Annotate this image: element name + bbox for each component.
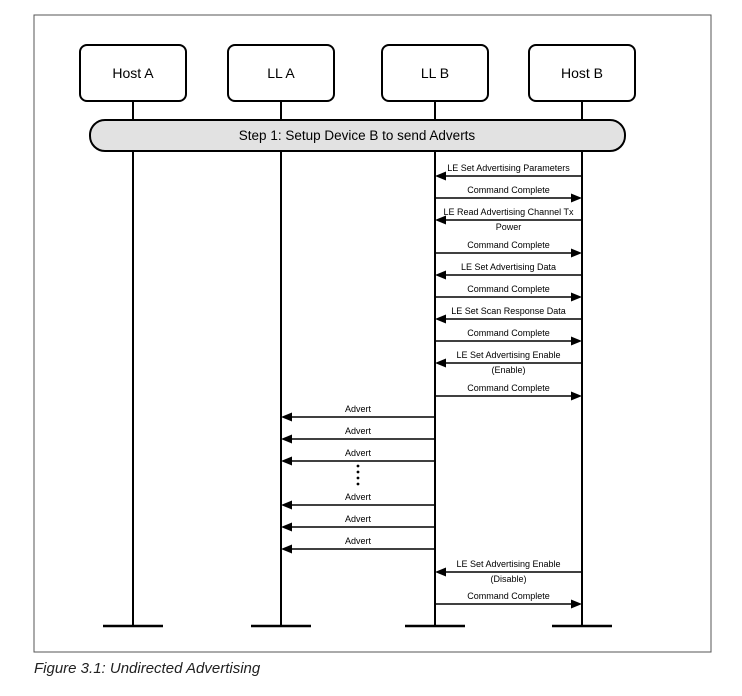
message-label: Advert [345,448,372,458]
message-label: LE Set Advertising Parameters [447,163,570,173]
message-label: Advert [345,426,372,436]
message-arrow: LE Set Advertising Enable (Enable) [435,350,582,375]
message-arrow: Command Complete [435,383,582,401]
message-arrow: Command Complete [435,240,582,258]
step-label: Step 1: Setup Device B to send Adverts [239,128,476,143]
message-label: Command Complete [467,591,550,601]
message-label: Advert [345,492,372,502]
message-label: Command Complete [467,383,550,393]
message-arrow: LE Read Advertising Channel Tx Power [435,207,582,232]
message-arrow: LE Set Scan Response Data [435,306,582,324]
diagram-frame [33,14,712,653]
message-arrow: LE Set Advertising Parameters [435,163,582,181]
message-arrow: Advert [281,404,435,422]
message-label: (Disable) [490,574,526,584]
step-banner: Step 1: Setup Device B to send Adverts [89,119,626,152]
message-label: Command Complete [467,240,550,250]
participant-ll-a: LL A [227,44,335,102]
continuation-dots [356,464,360,486]
message-label: LE Set Advertising Enable [456,350,560,360]
participant-host-b: Host B [528,44,636,102]
participant-ll-b: LL B [381,44,489,102]
participant-label: LL A [267,65,295,81]
message-arrow: Advert [281,492,435,510]
message-arrow: Advert [281,536,435,554]
message-label: Command Complete [467,284,550,294]
figure-caption: Figure 3.1: Undirected Advertising [34,660,261,677]
message-label: LE Read Advertising Channel Tx [444,207,574,217]
participant-host-a: Host A [79,44,187,102]
message-arrow: Advert [281,448,435,466]
message-label: LE Set Scan Response Data [451,306,566,316]
message-arrow: Command Complete [435,185,582,203]
message-arrow: Command Complete [435,328,582,346]
message-label: Advert [345,514,372,524]
participant-label: Host A [112,65,154,81]
message-arrow: Advert [281,514,435,532]
participant-label: Host B [561,65,603,81]
message-arrow: Command Complete [435,591,582,609]
message-label: Command Complete [467,185,550,195]
message-label: Advert [345,536,372,546]
message-label: (Enable) [491,365,525,375]
message-label: Advert [345,404,372,414]
message-label: LE Set Advertising Data [461,262,556,272]
participant-label: LL B [421,65,449,81]
message-arrow: LE Set Advertising Enable (Disable) [435,559,582,584]
message-label: Power [496,222,522,232]
message-arrow: LE Set Advertising Data [435,262,582,280]
message-label: LE Set Advertising Enable [456,559,560,569]
message-arrow: Advert [281,426,435,444]
message-arrow: Command Complete [435,284,582,302]
message-label: Command Complete [467,328,550,338]
